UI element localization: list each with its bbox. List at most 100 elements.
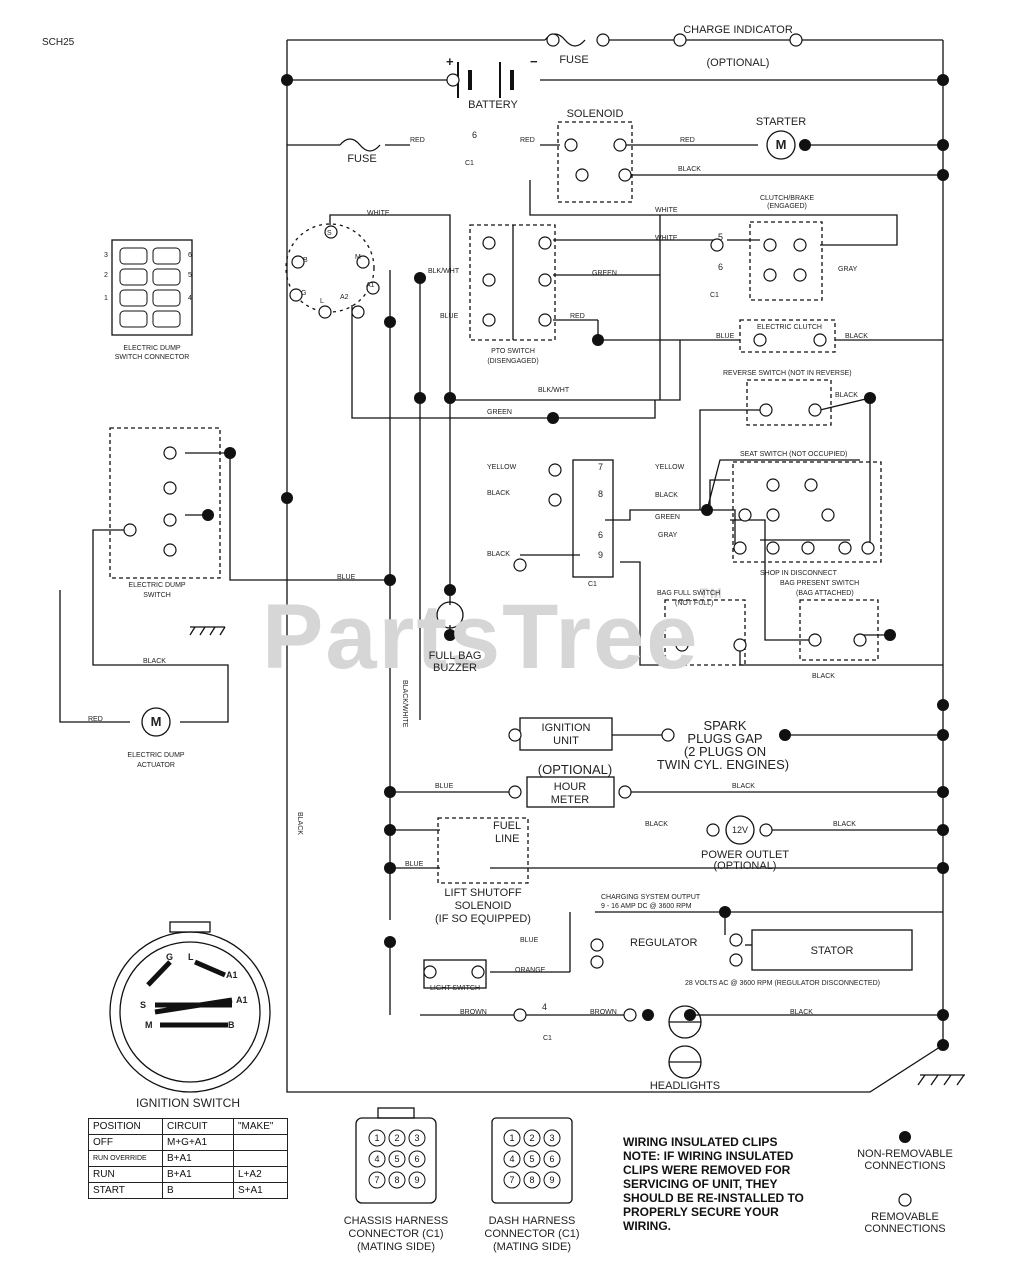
non-removable-connection-dot: [281, 74, 293, 86]
power-outlet-label: POWER OUTLET: [700, 849, 790, 861]
red-dump-label: RED: [88, 716, 103, 723]
removable-connection-terminal: [356, 255, 370, 269]
stator-label: STATOR: [810, 945, 854, 957]
removable-connection-terminal: [661, 728, 675, 742]
removable-connection-terminal: [163, 543, 177, 557]
removable-label-2: CONNECTIONS: [864, 1223, 946, 1235]
table-cell: B+A1: [162, 1166, 234, 1183]
non-removable-label-2: CONNECTIONS: [864, 1160, 946, 1172]
removable-connection-terminal: [163, 481, 177, 495]
ignition-unit-label-2: UNIT: [553, 735, 579, 747]
dash-connector-pin: [523, 1171, 541, 1189]
chassis-harness-label-2: CONNECTOR (C1): [348, 1228, 444, 1240]
removable-connection-terminal: [548, 493, 562, 507]
removable-connection-terminal: [673, 33, 687, 47]
non-removable-connection-dot: [592, 334, 604, 346]
non-removable-connection-dot: [937, 1039, 949, 1051]
removable-connection-terminal: [618, 785, 632, 799]
removable-connection-terminal: [801, 541, 815, 555]
note-line: SERVICING OF UNIT, THEY: [623, 1177, 778, 1191]
c1-seat-9: 9: [598, 550, 604, 560]
battery-symbol: [457, 62, 514, 98]
removable-connection-terminal: [613, 138, 627, 152]
chassis-harness-connector: [355, 1107, 437, 1204]
chassis-connector-pin-label: 1: [374, 1133, 379, 1143]
green2-label: GREEN: [487, 409, 512, 416]
chassis-connector-pin-label: 4: [374, 1154, 379, 1164]
ign-b: B: [228, 1020, 235, 1030]
table-cell: M+G+A1: [162, 1134, 234, 1151]
removable-connection-terminal: [163, 513, 177, 527]
dump-m: M: [150, 714, 162, 729]
dash-harness-connector: [491, 1117, 573, 1204]
seat-switch-label: SEAT SWITCH (NOT OCCUPIED): [740, 451, 848, 458]
note-line: SHOULD BE RE-INSTALLED TO: [623, 1191, 804, 1205]
dash-connector-pin-label: 1: [509, 1133, 514, 1143]
red-label-3: RED: [680, 137, 695, 144]
yellow-label: YELLOW: [487, 464, 517, 471]
black-c1c-label: BLACK: [487, 551, 510, 558]
full-bag-buzzer-label-2: BUZZER: [433, 662, 477, 674]
removable-connection-terminal: [546, 33, 560, 47]
note-line: NOTE: IF WIRING INSULATED: [623, 1149, 794, 1163]
black-c1a-label: BLACK: [487, 490, 510, 497]
non-removable-connection-dot: [864, 392, 876, 404]
dash-connector-pin-label: 6: [549, 1154, 554, 1164]
brown2-label: BROWN: [590, 1009, 617, 1016]
c1-seat-label: C1: [588, 581, 597, 588]
removable-connection-terminal: [366, 281, 380, 295]
pin-a2: A2: [340, 294, 349, 301]
battery-minus: −: [530, 54, 538, 69]
dash-connector-pin: [543, 1129, 561, 1147]
watermark: PartsTreeTM: [262, 585, 724, 688]
non-removable-connection-dot: [937, 824, 949, 836]
conn-4: 4: [188, 295, 192, 302]
removable-connection-terminal: [753, 333, 767, 347]
starter-m: M: [775, 137, 787, 152]
pin-m: M: [355, 254, 361, 261]
non-removable-connection-dot: [899, 1131, 911, 1143]
non-removable-connection-dot: [384, 316, 396, 328]
c1-seat-6: 6: [598, 530, 604, 540]
power-outlet-label-2: (OPTIONAL): [713, 860, 777, 872]
removable-connection-terminal: [675, 638, 689, 652]
chassis-connector-pin: [368, 1129, 386, 1147]
removable-connection-terminal: [729, 953, 743, 967]
starter-label: STARTER: [755, 116, 807, 128]
removable-connection-terminal: [766, 508, 780, 522]
dump-connector-cell: [152, 247, 181, 265]
dump-switch-label: ELECTRIC DUMP: [128, 582, 186, 589]
removable-connection-terminal: [548, 463, 562, 477]
table-header: "MAKE": [233, 1118, 288, 1135]
dash-connector-pin-label: 2: [529, 1133, 534, 1143]
removable-connection-terminal: [838, 541, 852, 555]
pto-switch-label-2: (DISENGAGED): [487, 358, 539, 365]
dash-connector-pin-label: 5: [529, 1154, 534, 1164]
ign-s: S: [140, 1000, 147, 1010]
table-header: POSITION: [88, 1118, 163, 1135]
conn-5: 5: [188, 272, 192, 279]
dump-connector-cell: [152, 268, 181, 286]
black-bag-label: BLACK: [812, 673, 835, 680]
non-removable-connection-dot: [937, 74, 949, 86]
non-removable-connection-dot: [414, 392, 426, 404]
starter-motor-icon: [766, 130, 796, 160]
fuel-solenoid-label: LIFT SHUTOFF: [444, 887, 522, 899]
table-cell: OFF: [88, 1134, 163, 1151]
removable-connection-terminal: [853, 633, 867, 647]
removable-connection-terminal: [123, 523, 137, 537]
non-removable-connection-dot: [799, 139, 811, 151]
spark-plugs-label-4: TWIN CYL. ENGINES): [656, 757, 790, 772]
removable-connection-terminal: [898, 1193, 912, 1207]
blue-pto-label: BLUE: [440, 313, 459, 320]
dump-connector-cell: [119, 268, 148, 286]
removable-connection-terminal: [808, 633, 822, 647]
c1-top-label: C1: [465, 160, 474, 167]
removable-connection-terminal: [291, 255, 305, 269]
dump-connector-cell: [119, 247, 148, 265]
non-removable-connection-dot: [384, 936, 396, 948]
hour-meter-label-2: METER: [550, 794, 590, 806]
red-pto-label: RED: [570, 313, 585, 320]
